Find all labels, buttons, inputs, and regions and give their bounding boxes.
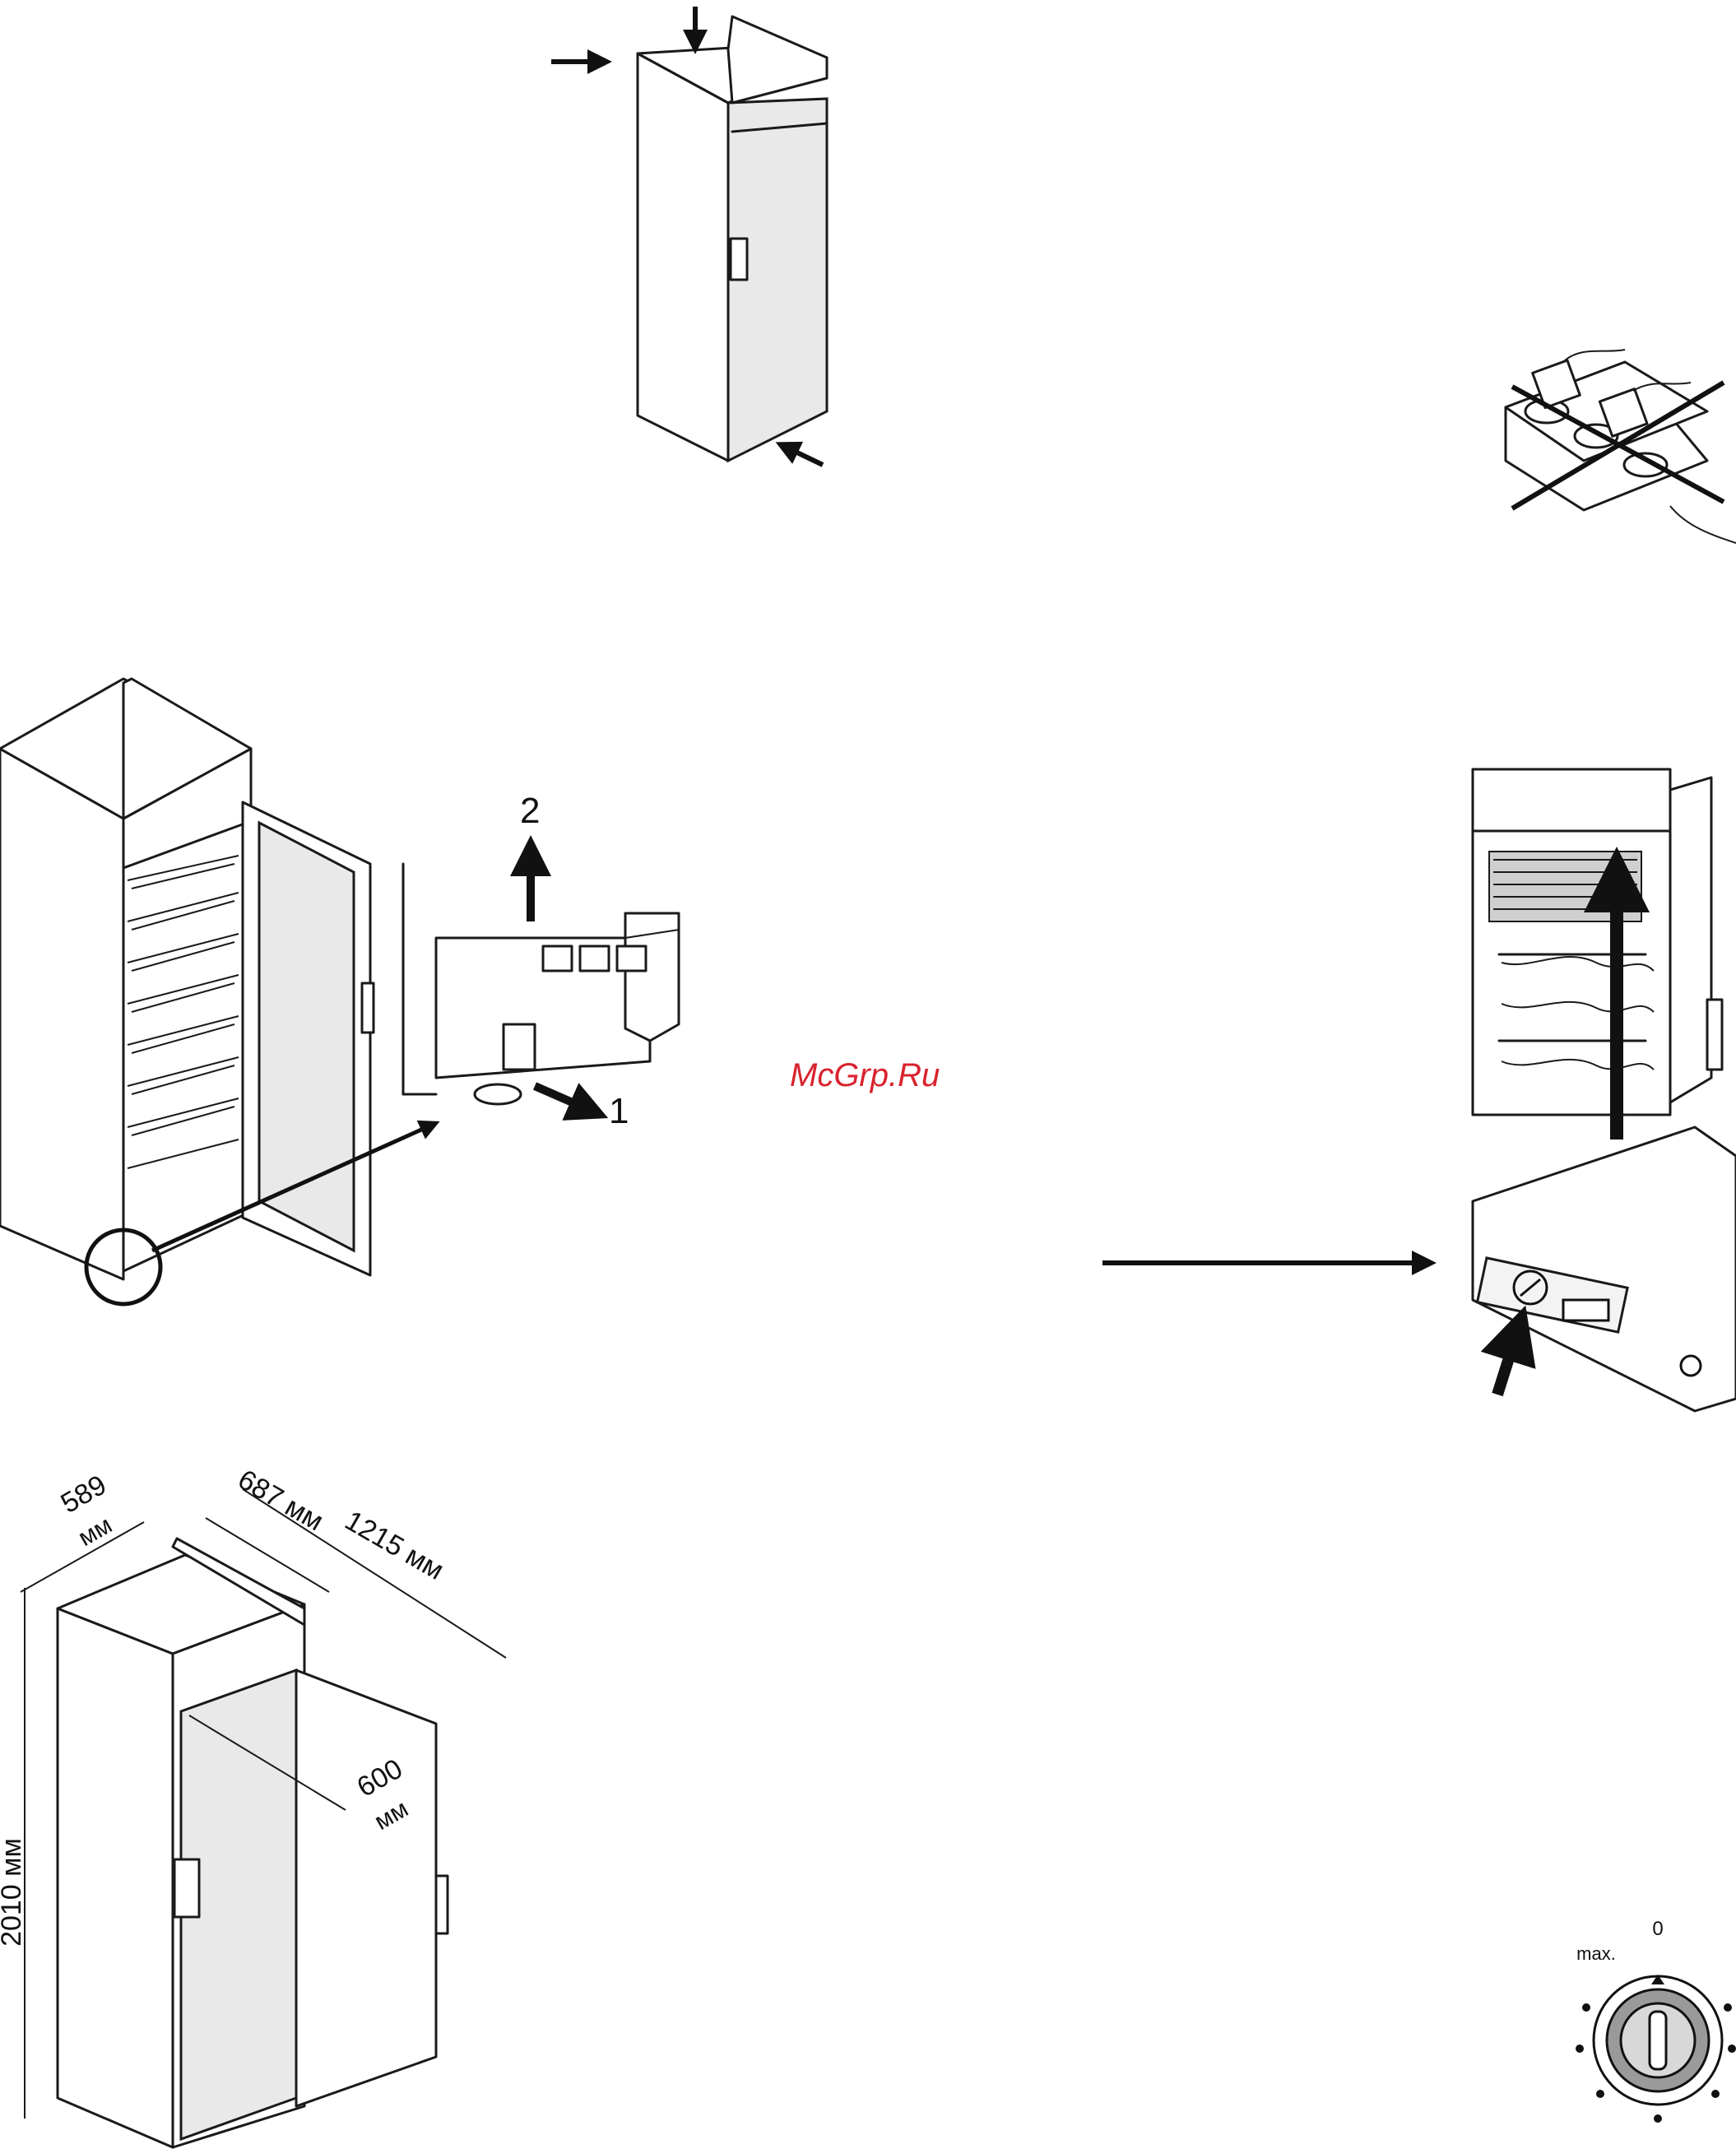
- cabinet-top-figure: [551, 7, 827, 465]
- switch-icon: [1563, 1300, 1608, 1320]
- dimensions-figure: 589 мм 687 мм 1215 мм 600 мм 2010 мм: [0, 1464, 506, 2147]
- dial-max-label: max.: [1576, 1943, 1616, 1964]
- depth-label: 687 мм: [233, 1464, 329, 1537]
- total-depth-label: 1215 мм: [340, 1505, 449, 1586]
- height-label: 2010 мм: [0, 1838, 27, 1947]
- thermostat-dial-figure: 0 max.: [1576, 1918, 1736, 2123]
- step-2-label: 2: [520, 791, 540, 831]
- open-cabinet-figure: 2 1: [0, 679, 679, 1304]
- interior-vent-figure: [1102, 769, 1736, 1411]
- leveling-foot-detail: 2 1: [403, 791, 679, 1131]
- width-unit: мм: [74, 1511, 117, 1552]
- power-strip-crossed-out-icon: [1506, 350, 1736, 543]
- watermark-text: McGrp.Ru: [790, 1057, 940, 1093]
- step-1-label: 1: [609, 1091, 629, 1131]
- dial-zero-label: 0: [1652, 1918, 1663, 1940]
